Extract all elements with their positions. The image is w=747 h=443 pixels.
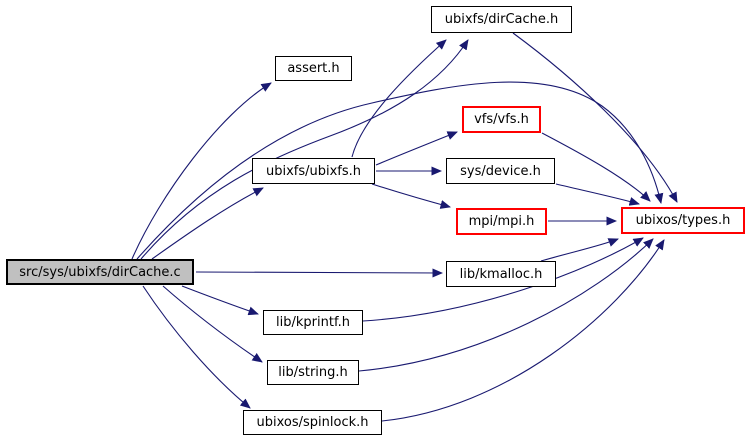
node-label: src/sys/ubixfs/dirCache.c xyxy=(19,264,181,280)
edge-kprintf_h-to-types_h xyxy=(362,237,644,322)
graph-node-string-h[interactable]: lib/string.h xyxy=(267,360,359,385)
edge-dircache_c-to-assert_h xyxy=(131,82,272,260)
graph-node-kprintf-h[interactable]: lib/kprintf.h xyxy=(263,310,363,335)
graph-node-dircache-c[interactable]: src/sys/ubixfs/dirCache.c xyxy=(6,259,194,285)
edge-ubixfs_h-to-vfs_h xyxy=(375,131,458,166)
node-label: ubixos/types.h xyxy=(635,213,731,228)
graph-node-types-h[interactable]: ubixos/types.h xyxy=(621,207,745,234)
graph-node-spinlock-h[interactable]: ubixos/spinlock.h xyxy=(243,410,382,435)
node-label: mpi/mpi.h xyxy=(468,214,535,229)
edge-string_h-to-types_h xyxy=(358,238,654,372)
node-label: lib/string.h xyxy=(278,365,348,380)
node-label: lib/kprintf.h xyxy=(276,315,350,330)
node-label: sys/device.h xyxy=(460,163,541,179)
edge-ubixfs_h-to-dircache_h xyxy=(351,39,447,158)
node-label: lib/kmalloc.h xyxy=(459,266,543,282)
graph-node-assert-h[interactable]: assert.h xyxy=(275,56,352,81)
node-label: assert.h xyxy=(287,61,340,76)
graph-node-device-h[interactable]: sys/device.h xyxy=(446,158,555,184)
node-label: ubixos/spinlock.h xyxy=(256,415,369,430)
edge-dircache_h-to-types_h xyxy=(512,32,678,203)
edge-device_h-to-types_h xyxy=(555,183,640,206)
graph-node-dircache-h[interactable]: ubixfs/dirCache.h xyxy=(431,6,572,33)
node-label: ubixfs/dirCache.h xyxy=(444,12,559,27)
node-label: ubixfs/ubixfs.h xyxy=(265,163,362,179)
edge-dircache_c-to-spinlock_h xyxy=(142,285,251,409)
edge-dircache_c-to-ubixfs_h xyxy=(151,187,264,260)
edge-kmalloc_h-to-types_h xyxy=(540,238,619,262)
edge-dircache_c-to-types_h xyxy=(136,81,664,260)
graph-node-kmalloc-h[interactable]: lib/kmalloc.h xyxy=(446,261,556,287)
edge-dircache_c-to-string_h xyxy=(162,285,263,363)
edge-ubixfs_h-to-mpi_h xyxy=(371,183,451,209)
edge-spinlock_h-to-types_h xyxy=(381,239,665,422)
edge-dircache_c-to-kprintf_h xyxy=(181,285,259,316)
graph-node-vfs-h[interactable]: vfs/vfs.h xyxy=(462,106,541,133)
edge-vfs_h-to-types_h xyxy=(541,132,651,202)
graph-node-ubixfs-h[interactable]: ubixfs/ubixfs.h xyxy=(252,158,375,184)
node-label: vfs/vfs.h xyxy=(474,112,529,127)
edge-dircache_c-to-kmalloc_h xyxy=(195,268,443,278)
edge-dircache_c-to-dircache_h xyxy=(140,39,469,260)
graph-node-mpi-h[interactable]: mpi/mpi.h xyxy=(456,208,547,235)
